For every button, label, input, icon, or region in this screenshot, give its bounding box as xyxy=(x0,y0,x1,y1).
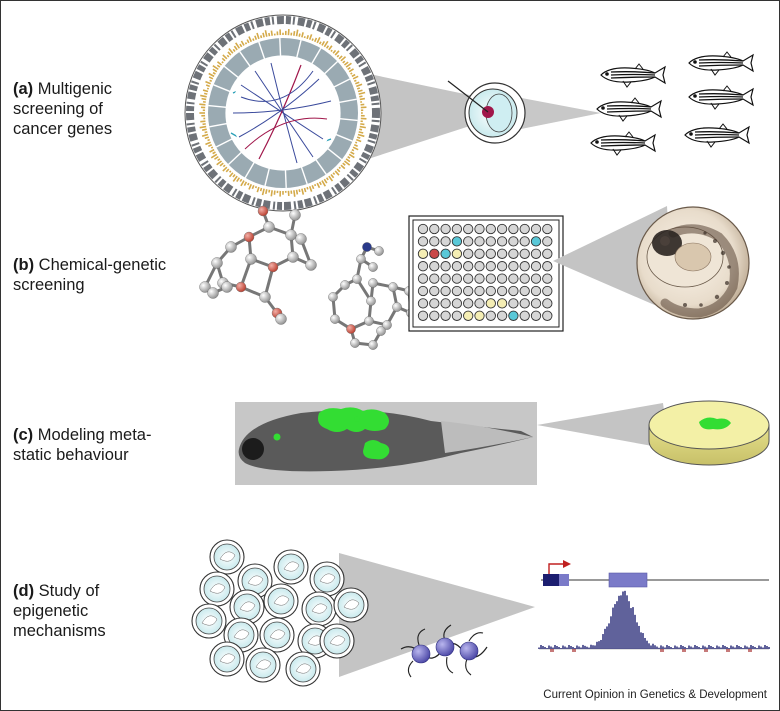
panel-a-line1: Multigenic xyxy=(33,80,113,98)
multiwell-plate xyxy=(408,215,564,332)
panel-a-line2: screening of xyxy=(13,100,103,118)
panel-b-tag: (b) xyxy=(13,256,35,274)
panel-d-artwork xyxy=(191,539,770,687)
panel-c-artwork xyxy=(235,400,770,485)
cell xyxy=(245,647,281,683)
molecule-2 xyxy=(328,242,416,350)
journal-credit: Current Opinion in Genetics & Developmen… xyxy=(543,689,767,701)
panel-c-tag: (c) xyxy=(13,426,34,444)
cell xyxy=(191,603,227,639)
panel-c-line1: Modeling meta- xyxy=(33,426,152,444)
cell-population xyxy=(191,539,369,687)
zebrafish xyxy=(684,123,750,148)
cell xyxy=(229,589,265,625)
zoom-cone-a2 xyxy=(511,96,601,131)
cell xyxy=(333,587,369,623)
cell xyxy=(259,617,295,653)
circos-plot xyxy=(184,14,382,212)
cell xyxy=(309,561,345,597)
zebrafish xyxy=(596,97,662,122)
cell xyxy=(319,623,355,659)
molecule-1 xyxy=(199,205,317,325)
panel-a-line3: cancer genes xyxy=(13,120,113,138)
gene-model xyxy=(541,560,769,588)
translocation-links xyxy=(232,62,332,164)
copy-number-track xyxy=(199,29,367,197)
panel-d-tag: (d) xyxy=(13,582,35,600)
cell xyxy=(199,571,235,607)
cell xyxy=(209,641,245,677)
panel-b-line2: screening xyxy=(13,276,85,294)
zebrafish xyxy=(688,51,754,76)
zoom-cone-c xyxy=(537,403,669,449)
panel-c-label: (c) Modeling meta- static behaviour xyxy=(13,425,151,465)
cell xyxy=(263,583,299,619)
zebrafish xyxy=(600,63,666,88)
cell xyxy=(285,651,321,687)
panel-b-artwork xyxy=(199,205,750,350)
panel-d-line2: epigenetic xyxy=(13,602,89,620)
cell xyxy=(209,539,245,575)
chip-seq-track xyxy=(538,590,770,652)
panel-c-line2: static behaviour xyxy=(13,446,129,464)
metastatic-tumor xyxy=(273,407,390,460)
zebrafish xyxy=(688,85,754,110)
panel-a-artwork xyxy=(184,14,754,212)
panel-a-label: (a) Multigenic screening of cancer genes xyxy=(13,79,112,139)
cell xyxy=(301,591,337,627)
injected-embryo xyxy=(447,80,526,144)
cell xyxy=(273,549,309,585)
panel-b-line1: Chemical-genetic xyxy=(34,256,167,274)
zebrafish xyxy=(590,131,656,156)
panel-d-line3: mechanisms xyxy=(13,622,106,640)
zebrafish-embryo xyxy=(636,206,750,320)
panel-a-tag: (a) xyxy=(13,80,34,98)
zebrafish-group xyxy=(590,51,754,156)
panel-d-label: (d) Study of epigenetic mechanisms xyxy=(13,581,106,641)
nucleosome-array xyxy=(400,624,488,678)
petri-dish xyxy=(648,400,770,466)
segment-separators xyxy=(208,38,358,188)
panel-b-label: (b) Chemical-genetic screening xyxy=(13,255,166,295)
zoom-cone-d xyxy=(339,553,535,677)
panel-d-line1: Study of xyxy=(34,582,100,600)
